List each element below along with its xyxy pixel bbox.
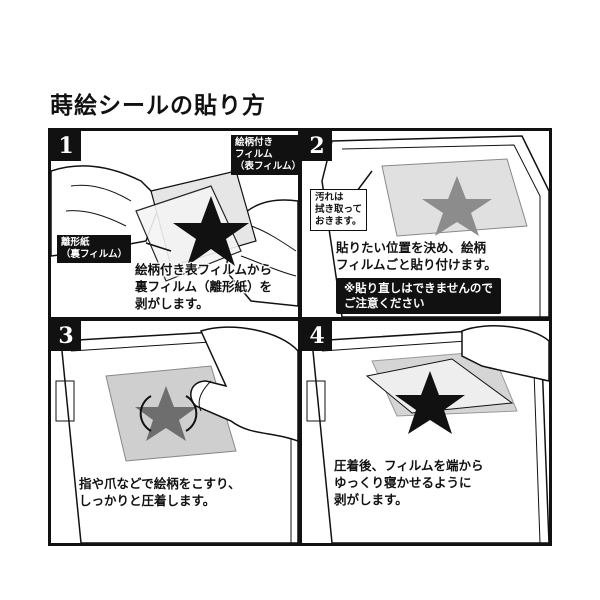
step-3-illustration [55, 326, 298, 543]
step-1-number: 1 [51, 131, 81, 161]
step-4-text: 圧着後、フィルムを端から ゆっくり寝かせるように 剥がします。 [334, 458, 484, 507]
dirt-label: 汚れは 拭き取って おきます。 [310, 189, 368, 231]
step-3-text: 指や爪などで絵柄をこすり、 しっかりと圧着します。 [79, 476, 241, 508]
step-2-notice: ※貼り直しはできませんので ご注意ください [336, 278, 501, 314]
step-1-panel: 1 絵柄付き フィルム （表フィルム） 離形紙 （裏フィルム） 絵柄付き表フィル… [51, 131, 298, 317]
step-4-panel: 4 圧着後、フィルムを端から ゆっくり寝かせるように 剥がします。 [302, 321, 549, 543]
step-1-text: 絵柄付き表フィルムから 裏フィルム（離形紙）を 剥がします。 [135, 262, 273, 311]
step-2-panel: 2 汚れは 拭き取って おきます。 貼りたい位置を決め、絵柄 フィルムごと貼り付… [302, 131, 549, 317]
step-4-illustration [306, 325, 549, 543]
front-film-label: 絵柄付き フィルム （表フィルム） [231, 135, 298, 175]
step-3-number: 3 [51, 321, 81, 351]
page-title: 蒔絵シールの貼り方 [50, 93, 266, 119]
step-2-illustration [321, 135, 549, 317]
back-film-label: 離形紙 （裏フィルム） [57, 235, 132, 263]
step-3-panel: 3 指や爪などで絵柄をこすり、 しっかりと圧着します。 [51, 321, 298, 543]
step-1-illustration [51, 152, 298, 307]
step-2-number: 2 [302, 131, 332, 161]
step-2-text: 貼りたい位置を決め、絵柄 フィルムごと貼り付けます。 [336, 240, 497, 272]
step-4-number: 4 [302, 321, 332, 351]
